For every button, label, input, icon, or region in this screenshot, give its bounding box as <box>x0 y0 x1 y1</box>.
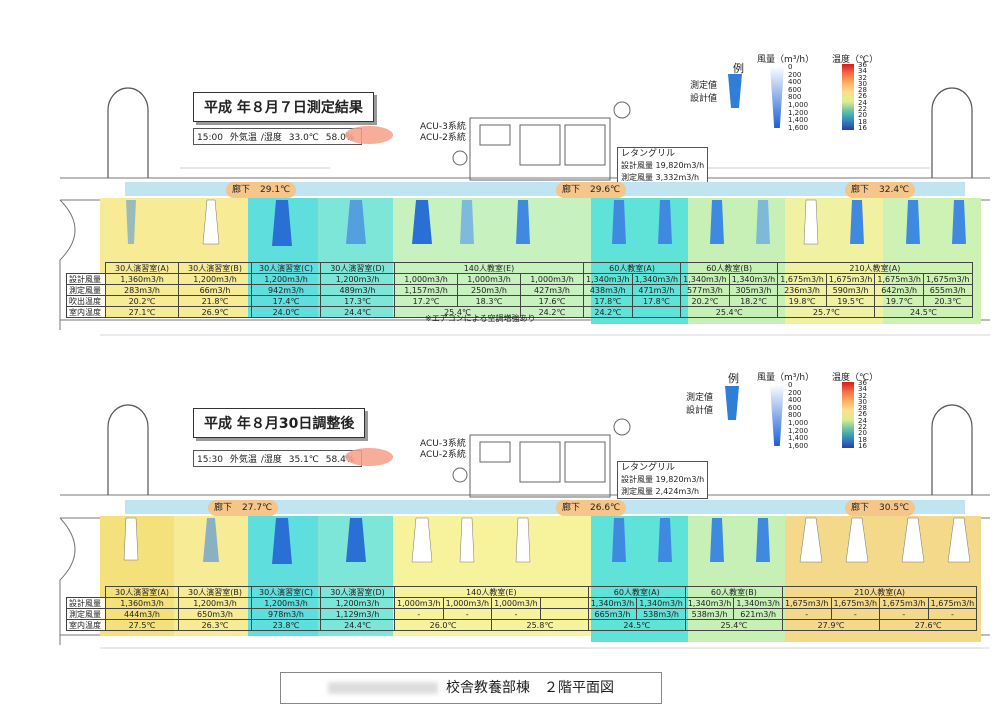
heat-mark <box>345 448 393 466</box>
conditions-box: 15:30 外気温/湿度 35.1℃ 58.4% <box>193 450 363 467</box>
acu2-label: ACU-2系統 <box>420 450 466 460</box>
conditions-box: 15:00 外気温/湿度 33.0℃ 58.0% <box>193 128 363 145</box>
flow-legend-bar <box>770 384 784 446</box>
outdoor-temp: 33.0℃ <box>288 133 319 143</box>
rg-design: 19,820m3/h <box>655 161 705 170</box>
temp-legend-bar <box>842 382 854 448</box>
rg-design-label: 設計風量 <box>621 161 653 170</box>
corridor <box>125 182 965 196</box>
heat-mark <box>345 126 393 144</box>
humidity-label: 湿度 <box>263 455 282 465</box>
legend-measured: 測定値 <box>690 81 718 91</box>
table-row: 30人演習室(A) 30人演習室(B) 30人演習室(C) 30人演習室(D) … <box>67 262 973 274</box>
redacted-block <box>328 682 438 694</box>
panel-august-7: 平成 年８月７日測定結果 15:00 外気温/湿度 33.0℃ 58.0% AC… <box>0 0 1000 350</box>
acu3-label: ACU-3系統 <box>420 122 466 132</box>
aircon-note: ※エアコンによる空調増強あり <box>425 314 536 323</box>
rg-measured: 2,424m3/h <box>655 487 700 496</box>
acu3-label: ACU-3系統 <box>420 439 466 449</box>
time: 15:30 <box>197 455 223 465</box>
legend-design: 設計値 <box>686 406 714 416</box>
temp-legend-title: 温度（℃） <box>832 373 879 383</box>
corridor <box>125 500 965 514</box>
legend-example: 例 <box>733 62 744 75</box>
legend-example-diffuser <box>728 74 742 108</box>
flow-legend-title: 風量（m³/h） <box>757 55 815 65</box>
drawing-title: 校舎教養部棟 ２階平面図 <box>280 672 662 704</box>
outdoor-temp: 35.1℃ <box>288 455 319 465</box>
measurement-table-aug30: 30人演習室(A) 30人演習室(B) 30人演習室(C) 30人演習室(D) … <box>66 586 978 631</box>
legend-measured: 測定値 <box>686 393 714 403</box>
flow-legend-bar <box>770 66 784 128</box>
legend-design: 設計値 <box>690 94 718 104</box>
flow-legend-title: 風量（m³/h） <box>757 373 815 383</box>
temp-legend-title: 温度（℃） <box>832 55 879 65</box>
drawing-title-text: 校舎教養部棟 ２階平面図 <box>446 680 614 696</box>
outdoor-label: 外気温 <box>229 133 257 143</box>
temp-legend-bar <box>842 64 854 130</box>
legend-example-diffuser <box>725 386 739 420</box>
return-grill-label: レタングリル <box>621 463 676 473</box>
outdoor-label: 外気温 <box>229 455 257 465</box>
return-grill-box: レタングリル 設計風量 19,820m3/h 測定風量 2,424m3/h <box>617 461 709 499</box>
rg-measured: 3,332m3/h <box>655 173 700 182</box>
legend-example: 例 <box>728 372 739 385</box>
table-row: 30人演習室(A) 30人演習室(B) 30人演習室(C) 30人演習室(D) … <box>67 586 978 598</box>
time: 15:00 <box>197 133 223 143</box>
humidity-label: 湿度 <box>263 133 282 143</box>
rg-design-label: 設計風量 <box>621 475 653 484</box>
diffuser-icons <box>123 517 971 564</box>
humidity-value: 58.0% <box>325 133 355 143</box>
panel-august-30: 平成 年８月30日調整後 15:30 外気温/湿度 35.1℃ 58.4% AC… <box>0 330 1000 680</box>
measurement-title: 平成 年８月７日測定結果 <box>193 92 374 122</box>
rg-measured-label: 測定風量 <box>621 173 653 182</box>
rg-measured-label: 測定風量 <box>621 487 653 496</box>
adjustment-title: 平成 年８月30日調整後 <box>193 408 366 438</box>
measurement-table-aug7: 30人演習室(A) 30人演習室(B) 30人演習室(C) 30人演習室(D) … <box>66 262 973 318</box>
return-grill-box: レタングリル 設計風量 19,820m3/h 測定風量 3,332m3/h <box>617 147 709 185</box>
humidity-value: 58.4% <box>325 455 355 465</box>
rg-design: 19,820m3/h <box>655 475 705 484</box>
acu2-label: ACU-2系統 <box>420 133 466 143</box>
diffuser-icons <box>126 199 966 246</box>
return-grill-label: レタングリル <box>621 149 676 159</box>
